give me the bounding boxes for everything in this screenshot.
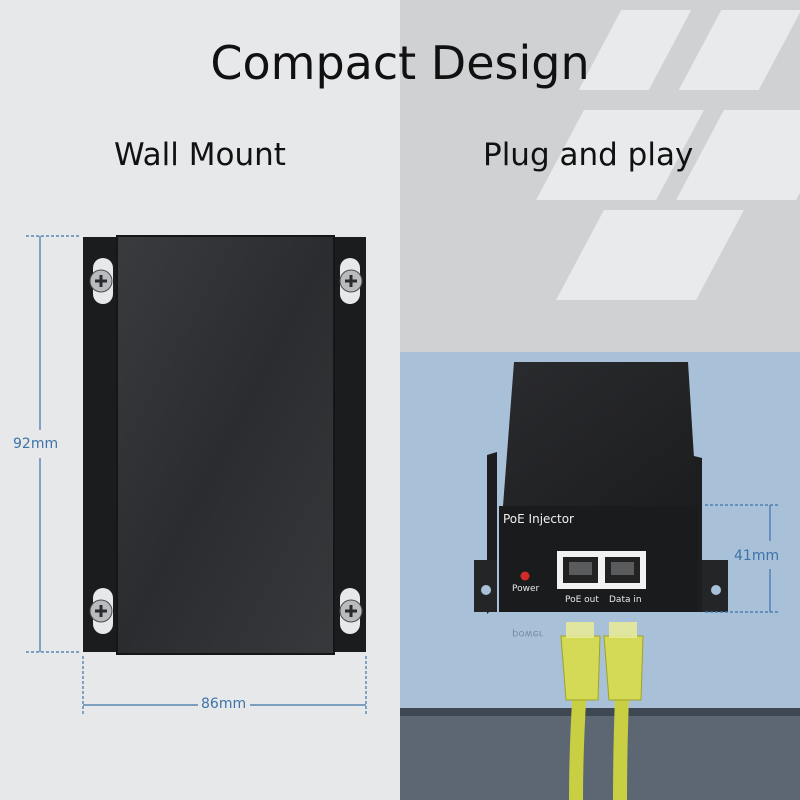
- poe-out-label: PoE out: [565, 595, 599, 605]
- plug-and-play-caption: Plug and play: [483, 137, 694, 173]
- page-title: Compact Design: [210, 36, 590, 90]
- device-cover: [116, 235, 335, 655]
- width-dimension: [82, 656, 367, 716]
- poe-injector: [474, 362, 728, 614]
- wall-mount-device: [83, 235, 366, 655]
- floor-edge: [400, 708, 800, 718]
- depth-dimension: [705, 504, 780, 613]
- screw-icon: [339, 599, 363, 623]
- reflection-text: power: [512, 628, 543, 639]
- height-dimension: [26, 235, 80, 653]
- wall-mount-caption: Wall Mount: [114, 137, 286, 173]
- rj45-connector-icon: [603, 635, 644, 701]
- ethernet-cables: [560, 622, 644, 800]
- data-in-label: Data in: [609, 595, 642, 605]
- screw-icon: [89, 599, 113, 623]
- power-label: Power: [512, 584, 540, 594]
- screw-icon: [89, 269, 113, 293]
- device-label: PoE Injector: [503, 512, 574, 526]
- screw-icon: [339, 269, 363, 293]
- depth-dimension-label: 41mm: [734, 548, 780, 564]
- mount-hole: [481, 585, 491, 595]
- floor: [400, 716, 800, 800]
- width-dimension-label: 86mm: [201, 696, 247, 712]
- power-led-icon: [520, 571, 530, 581]
- height-dimension-label: 92mm: [13, 436, 59, 452]
- rj45-connector-icon: [560, 635, 601, 701]
- mount-hole: [711, 585, 721, 595]
- right-wall-background: [400, 0, 800, 352]
